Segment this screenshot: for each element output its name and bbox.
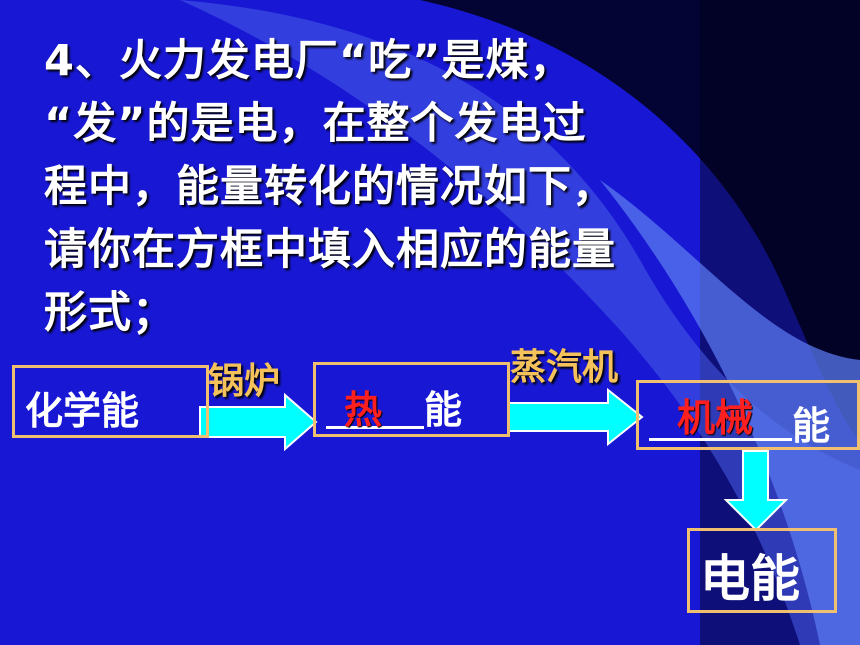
question-line: 程中，能量转化的情况如下，	[44, 162, 616, 212]
answer-blank	[649, 438, 792, 441]
heat-suffix: 能	[424, 388, 463, 432]
mechanical-answer: 机械	[677, 396, 754, 440]
question-text: 4、火力发电厂“吃”是煤， “发”的是电，在整个发电过 程中，能量转化的情况如下…	[44, 30, 834, 345]
steam-engine-label: 蒸汽机	[510, 347, 619, 388]
question-line: 4、火力发电厂“吃”是煤，	[44, 36, 574, 86]
question-line: “发”的是电，在整个发电过	[44, 99, 587, 149]
boiler-label: 锅炉	[208, 361, 281, 402]
mechanical-energy-box: 机械 能	[636, 380, 860, 450]
electric-energy-label: 电能	[700, 550, 800, 608]
heat-answer: 热	[344, 388, 383, 432]
chemical-energy-label: 化学能	[25, 389, 140, 433]
question-line: 形式；	[44, 288, 176, 338]
electric-energy-box: 电能	[687, 528, 837, 613]
heat-energy-box: 热 能	[313, 362, 510, 437]
question-line: 请你在方框中填入相应的能量	[44, 225, 616, 275]
arrow-right-1	[199, 392, 318, 452]
answer-blank	[326, 426, 424, 429]
arrow-right-2	[507, 387, 644, 447]
arrow-down	[723, 450, 789, 532]
chemical-energy-box: 化学能	[12, 365, 209, 438]
mechanical-suffix: 能	[792, 404, 831, 448]
